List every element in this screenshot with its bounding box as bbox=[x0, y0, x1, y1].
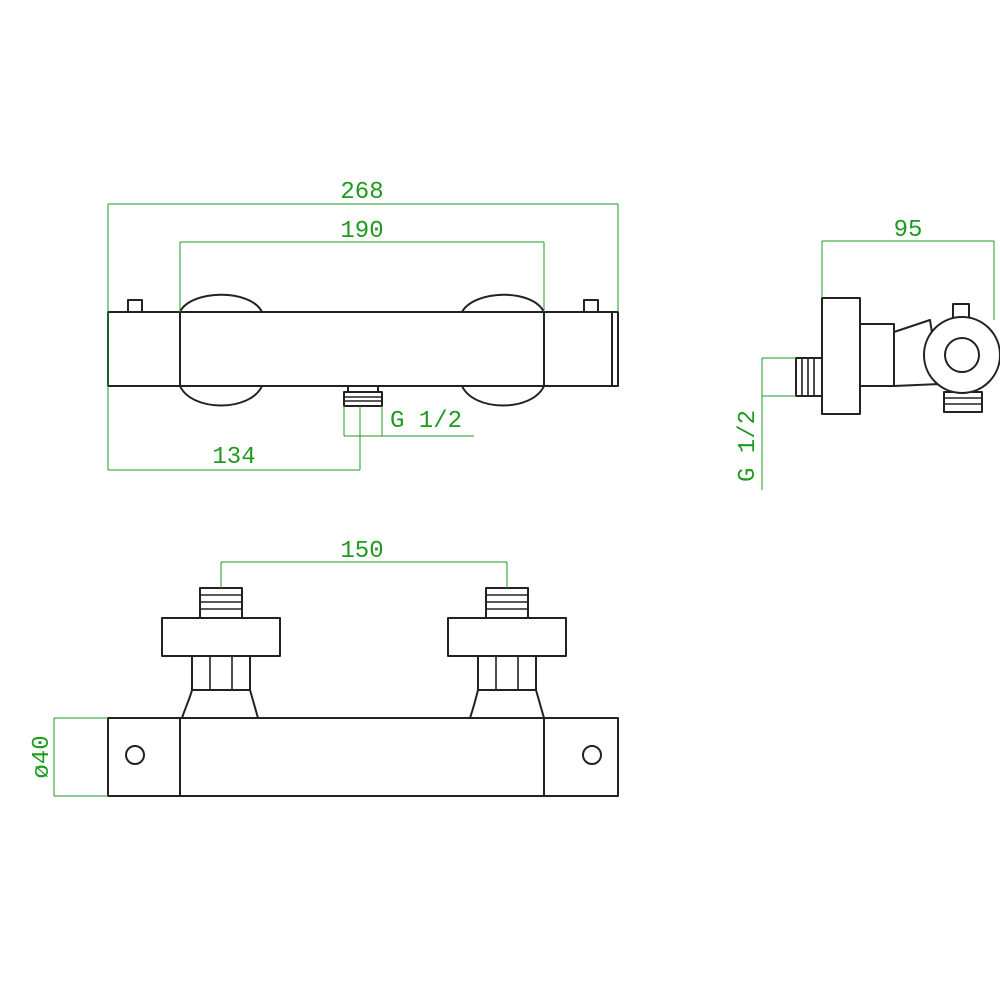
right-inlet-flange bbox=[447, 617, 567, 657]
dim-inlet-spacing: 150 bbox=[340, 538, 383, 565]
side-view-dimensions: 95 G 1/2 bbox=[735, 217, 995, 490]
side-outlet-thread bbox=[795, 357, 825, 397]
dim-side-outlet-thread: G 1/2 bbox=[735, 410, 762, 482]
right-inlet-thread bbox=[485, 587, 529, 619]
left-knob-outline bbox=[179, 293, 263, 407]
right-hex-nut bbox=[477, 655, 537, 691]
top-stub bbox=[952, 303, 970, 319]
outlet-thread bbox=[343, 391, 383, 407]
right-mounting-hole bbox=[582, 745, 602, 765]
top-view bbox=[107, 587, 619, 797]
front-view-dimensions: 268 190 134 G 1/2 bbox=[107, 179, 619, 471]
dim-knob-spacing: 190 bbox=[340, 218, 383, 245]
bottom-thread bbox=[943, 391, 983, 413]
right-cap bbox=[583, 299, 599, 313]
left-inlet-thread bbox=[199, 587, 243, 619]
valve-body-front bbox=[107, 311, 619, 387]
left-inlet-flange bbox=[161, 617, 281, 657]
side-view bbox=[795, 297, 1000, 415]
wall-flange bbox=[821, 297, 861, 415]
right-knob-outline bbox=[461, 293, 545, 407]
side-body-hole bbox=[944, 337, 980, 373]
top-view-dimensions: 150 ø40 bbox=[29, 538, 508, 797]
dim-overall-length: 268 bbox=[340, 179, 383, 206]
dim-depth: 95 bbox=[894, 217, 923, 244]
dim-outlet-offset: 134 bbox=[212, 444, 255, 471]
front-view bbox=[107, 293, 619, 407]
dim-outlet-thread: G 1/2 bbox=[390, 408, 462, 435]
valve-body-top bbox=[107, 717, 619, 797]
neck bbox=[859, 323, 895, 387]
left-cap bbox=[127, 299, 143, 313]
left-hex-nut bbox=[191, 655, 251, 691]
left-mounting-hole bbox=[125, 745, 145, 765]
dim-body-diameter: ø40 bbox=[29, 735, 56, 778]
